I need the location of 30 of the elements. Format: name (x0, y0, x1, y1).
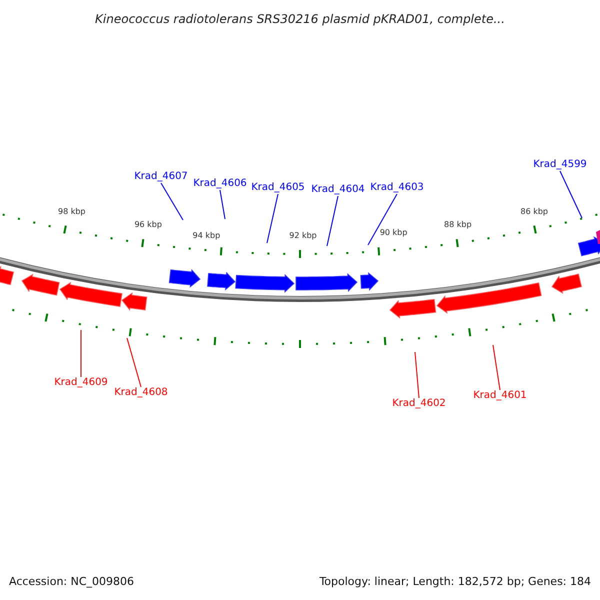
leader-line (414, 352, 420, 398)
scale-label: 94 kbp (192, 231, 220, 242)
leader-line (266, 194, 278, 244)
gene-label: Krad_4603 (370, 182, 424, 194)
leader-line (126, 338, 142, 388)
gene-label: Krad_4608 (114, 387, 168, 399)
scale-label: 88 kbp (444, 220, 472, 230)
gene-label: Krad_4601 (473, 390, 527, 402)
gene-label: Krad_4605 (251, 182, 305, 194)
scale-label: 92 kbp (289, 231, 317, 241)
leader-line (160, 182, 184, 220)
gene-label: Krad_4606 (193, 178, 247, 190)
leader-line (560, 170, 582, 218)
gene-label: Krad_4604 (311, 184, 365, 196)
gene-label: Krad_4607 (134, 171, 188, 183)
scale-label: 90 kbp (380, 228, 408, 238)
scale-label: 96 kbp (134, 220, 162, 230)
leader-line (368, 194, 398, 246)
gene-label: Krad_4599 (533, 159, 587, 171)
leader-line (80, 330, 82, 378)
scale-label: 98 kbp (58, 206, 86, 217)
leader-line (326, 196, 338, 246)
footer-text: Topology: linear; Length: 182,572 bp; Genes: 184 (319, 575, 591, 588)
leader-line (492, 344, 500, 390)
footer-text: Accession: NC_009806 (9, 575, 134, 588)
leader-line (220, 190, 226, 220)
gene-label: Krad_4609 (54, 377, 108, 389)
gene-label: Krad_4602 (392, 398, 446, 410)
map-title: Kineococcus radiotolerans SRS30216 plasmid pKRAD01, complete... (94, 11, 506, 28)
scale-label: 86 kbp (520, 206, 548, 217)
